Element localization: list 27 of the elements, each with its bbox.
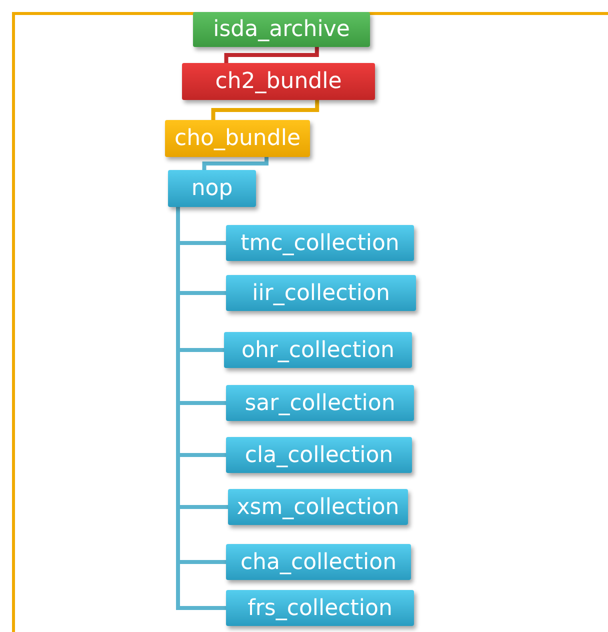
folder-box xyxy=(226,437,412,473)
folder-box xyxy=(226,385,414,421)
bundle-box xyxy=(182,63,375,100)
folder-box xyxy=(226,590,414,626)
folder-box xyxy=(226,225,414,261)
node-label: cla_collection xyxy=(244,442,394,468)
node-label: cha_collection xyxy=(240,550,397,574)
folder-box xyxy=(228,489,408,525)
node-label: xsm_collection xyxy=(236,494,400,520)
folder-box xyxy=(226,275,416,311)
root-box xyxy=(193,12,370,47)
node-label: sar_collection xyxy=(244,390,396,416)
node-label: ch2_bundle xyxy=(215,69,342,94)
folder-box xyxy=(226,544,411,580)
node-label: nop xyxy=(191,176,233,201)
node-label: isda_archive xyxy=(213,17,350,42)
node-label: frs_collection xyxy=(248,596,392,620)
node-label: tmc_collection xyxy=(240,230,400,256)
node-label: ohr_collection xyxy=(241,338,394,362)
node-label: iir_collection xyxy=(252,280,390,306)
connector-line xyxy=(211,100,320,120)
bundle-box xyxy=(165,120,310,157)
node-label: cho_bundle xyxy=(174,126,300,151)
folder-box xyxy=(168,170,256,207)
connector-line xyxy=(224,47,319,63)
connector-line xyxy=(202,157,268,170)
folder-box xyxy=(224,332,412,368)
